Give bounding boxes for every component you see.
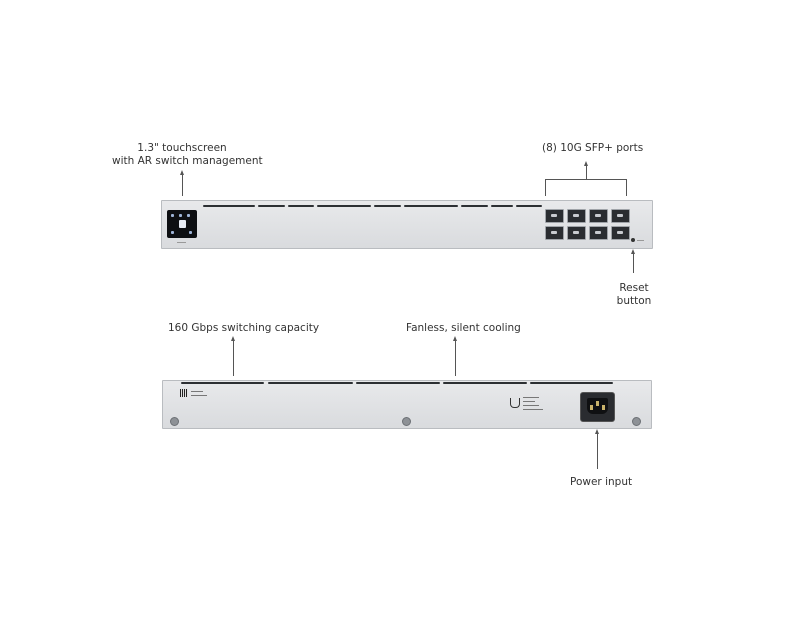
rear-vent: [356, 382, 440, 384]
sfp-port[interactable]: [589, 209, 608, 223]
serial-label-qr-icon: [180, 389, 188, 397]
front-vent: [491, 205, 513, 207]
sfp-port[interactable]: [545, 226, 564, 240]
touchscreen-leader-line: [182, 174, 183, 196]
reset-callout-line1: Reset: [619, 282, 649, 294]
screen-icon: [171, 214, 174, 217]
power-pin: [596, 401, 599, 406]
rear-vent: [181, 382, 264, 384]
sfp-bracket-arrow: [583, 161, 588, 166]
front-vent: [516, 205, 542, 207]
power-input-callout: Power input: [570, 476, 633, 488]
front-vent: [288, 205, 314, 207]
sfp-bracket-left: [545, 179, 546, 196]
regulatory-mark: [523, 409, 543, 410]
sfp-port[interactable]: [611, 226, 630, 240]
rear-screw: [170, 417, 179, 426]
sfp-port[interactable]: [611, 209, 630, 223]
rear-vent: [530, 382, 613, 384]
touchscreen-arrow: [179, 170, 184, 175]
power-arrow: [594, 429, 599, 434]
power-socket-inner: [587, 398, 608, 414]
reset-pinhole[interactable]: [631, 238, 635, 242]
sfp-ports-callout: (8) 10G SFP+ ports: [542, 142, 644, 154]
sfp-bracket-bar: [545, 179, 627, 180]
reset-mark: [637, 240, 644, 241]
touchscreen-callout-line2: with AR switch management: [112, 155, 263, 167]
ubiquiti-logo-icon: [510, 398, 520, 408]
power-socket-icon[interactable]: [580, 392, 615, 422]
cooling-arrow: [452, 336, 457, 341]
serial-label-mark: [191, 391, 203, 392]
rear-screw: [402, 417, 411, 426]
touchscreen-callout-line1: 1.3" touchscreen: [137, 142, 227, 154]
switching-capacity-arrow: [230, 336, 235, 341]
power-pin: [590, 405, 593, 410]
reset-callout-line2: button: [616, 295, 652, 307]
reset-arrow: [630, 249, 635, 254]
regulatory-mark: [523, 401, 535, 402]
touchscreen-callout: 1.3" touchscreen with AR switch manageme…: [112, 142, 263, 168]
screen-icon: [189, 231, 192, 234]
front-vent: [258, 205, 285, 207]
sfp-port[interactable]: [589, 226, 608, 240]
sfp-port[interactable]: [567, 209, 586, 223]
switch-front-panel: [161, 200, 653, 249]
front-vent: [203, 205, 255, 207]
cooling-leader: [455, 339, 456, 376]
switching-capacity-callout: 160 Gbps switching capacity: [168, 322, 320, 334]
front-vent: [317, 205, 371, 207]
sfp-port[interactable]: [567, 226, 586, 240]
regulatory-mark: [523, 397, 539, 398]
cooling-callout: Fanless, silent cooling: [406, 322, 521, 334]
front-vent: [404, 205, 458, 207]
reset-leader-line: [633, 253, 634, 273]
rear-vent: [443, 382, 527, 384]
touchscreen-display[interactable]: [167, 210, 197, 238]
sfp-bracket-stem: [586, 165, 587, 179]
screen-app-icon: [179, 220, 186, 228]
power-pin: [602, 405, 605, 410]
rear-screw: [632, 417, 641, 426]
screen-icon: [171, 231, 174, 234]
sfp-bracket-right: [626, 179, 627, 196]
serial-label-mark: [191, 395, 207, 396]
rear-vent: [268, 382, 353, 384]
screen-icon: [187, 214, 190, 217]
switching-capacity-leader: [233, 339, 234, 376]
screen-caption-mark: [177, 242, 186, 243]
sfp-port[interactable]: [545, 209, 564, 223]
regulatory-mark: [523, 405, 539, 406]
front-vent: [461, 205, 488, 207]
front-vent: [374, 205, 401, 207]
reset-callout: Reset button: [603, 282, 665, 308]
screen-icon: [179, 214, 182, 217]
power-leader-line: [597, 433, 598, 469]
